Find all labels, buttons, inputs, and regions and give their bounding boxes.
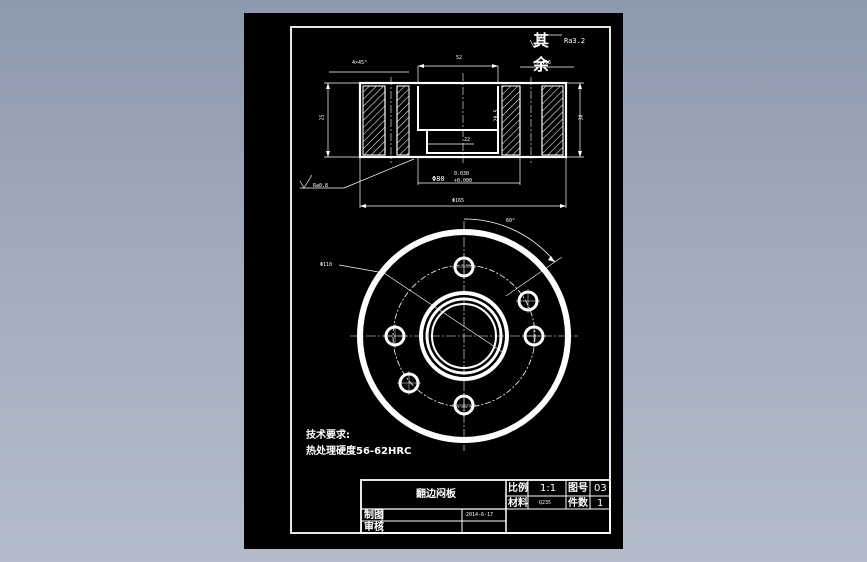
dim-outer-dia: Φ165 xyxy=(452,198,465,204)
hatch-right-outer xyxy=(541,85,564,156)
scale-label: 比例 xyxy=(508,483,528,494)
dim-inner-width: 22 xyxy=(464,137,471,143)
inner-recess xyxy=(417,86,499,131)
dim-holes: 6×Φ16 xyxy=(536,60,552,66)
bolt-hole-group xyxy=(383,255,546,417)
dim-width-top: 52 xyxy=(456,55,463,61)
material-label: 材料 xyxy=(508,498,528,509)
dim-roughness-side: Ra0.8 xyxy=(313,183,329,189)
reviewer-label: 审核 xyxy=(364,522,384,533)
drawing-no-value: 03 xyxy=(594,483,607,494)
designer-label: 制图 xyxy=(364,510,384,521)
roughness-other-value: Ra3.2 xyxy=(564,37,586,45)
cad-drawing xyxy=(290,26,611,534)
count-value: 1 xyxy=(597,498,604,509)
dim-bore-tol-lower: +0.000 xyxy=(454,178,473,184)
notes-line1: 热处理硬度56-62HRC xyxy=(306,446,412,457)
scale-value: 1:1 xyxy=(540,483,557,494)
date: 2014-6-17 xyxy=(466,512,494,518)
section-view xyxy=(299,34,584,208)
hatch-right-inner xyxy=(501,85,521,156)
dim-height-right: 30 xyxy=(578,114,585,121)
dim-height-left: 25 xyxy=(319,114,326,121)
part-name: 翻边闷板 xyxy=(416,489,456,500)
hatch-left-outer xyxy=(362,85,386,156)
dim-bolt-circle: Φ110 xyxy=(320,262,333,268)
roughness-other-word2: 余 xyxy=(533,55,550,74)
count-label: 件数 xyxy=(568,498,588,509)
hatch-left-inner xyxy=(396,85,410,156)
dim-bore-tol-upper: 0.030 xyxy=(454,171,470,177)
drawing-no-label: 图号 xyxy=(568,483,588,494)
title-block xyxy=(360,479,611,534)
dim-depth-inner: 20.5 xyxy=(493,109,500,122)
material-value: Q235 xyxy=(539,500,552,506)
notes-heading: 技术要求: xyxy=(306,430,350,441)
bore-step xyxy=(426,130,499,154)
dim-bore: Φ80 xyxy=(432,175,445,183)
roughness-other-word1: 其 xyxy=(533,31,550,50)
dim-angle: 60° xyxy=(506,218,516,224)
dim-chamfer-left: 4×45° xyxy=(352,60,368,66)
drawing-sheet: 其 余 Ra3.2 4×45° 52 6×Φ16 25 20.5 30 22 Φ… xyxy=(244,13,623,549)
